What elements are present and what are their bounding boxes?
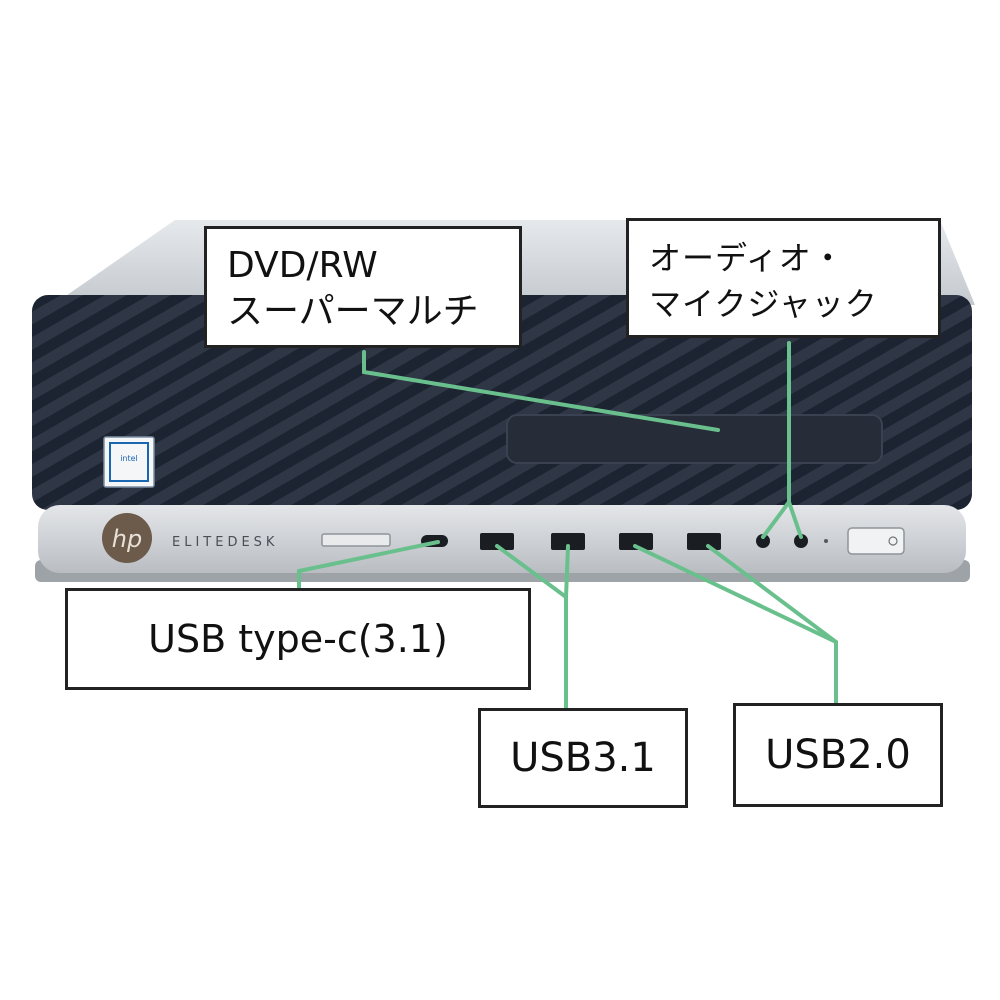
usb31-port-2	[551, 533, 585, 550]
callout-dvd-line2: スーパーマルチ	[227, 291, 479, 332]
leader-line-typec	[297, 540, 440, 594]
callout-audio-line1: オーディオ・	[649, 239, 845, 277]
microphone-jack	[794, 534, 808, 548]
leader-line-usb20-2	[706, 544, 838, 644]
callout-dvd-line1: DVD/RW	[227, 245, 378, 286]
usb20-port-1	[619, 533, 653, 550]
hp-logo	[102, 513, 152, 563]
callout-usb-typec-label: USB type-c(3.1)	[148, 617, 448, 661]
callout-usb-typec: USB type-c(3.1)	[65, 588, 531, 690]
leader-line-dvd	[362, 350, 720, 432]
dvd-drive-bay	[506, 414, 883, 464]
intel-sticker	[103, 436, 155, 488]
leader-line-usb31-2	[564, 544, 570, 599]
callout-usb20: USB2.0	[733, 703, 943, 807]
power-button	[847, 527, 905, 555]
callout-audio-jack: オーディオ・ マイクジャック	[626, 218, 941, 338]
card-reader-slot	[321, 533, 391, 547]
leader-line-audio-2	[787, 500, 803, 539]
leader-lines	[297, 341, 838, 710]
brand-text: ELITEDESK	[172, 535, 278, 550]
intel-sticker-text: intel	[120, 454, 138, 463]
hp-logo-text: hp	[112, 525, 142, 553]
usb31-port-1	[480, 533, 514, 550]
callout-dvd-drive: DVD/RW スーパーマルチ	[204, 226, 522, 348]
callout-usb20-label: USB2.0	[765, 732, 911, 778]
callout-usb31: USB3.1	[478, 708, 688, 808]
usb20-port-2	[687, 533, 721, 550]
callout-audio-line2: マイクジャック	[649, 285, 878, 323]
headphone-jack	[756, 534, 770, 548]
power-icon	[888, 536, 898, 546]
callout-usb31-label: USB3.1	[510, 735, 656, 781]
activity-led	[824, 539, 828, 543]
